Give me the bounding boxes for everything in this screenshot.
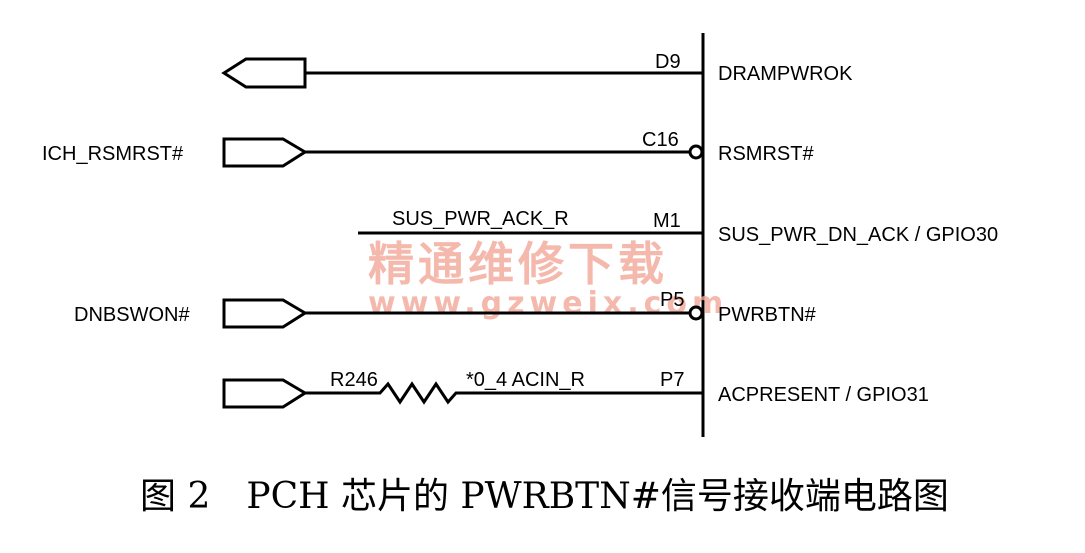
resistor-r246 (305, 381, 703, 405)
watermark-url: www.gzweix.com (368, 286, 728, 321)
pin-name-drampwrok: DRAMPWROK (718, 63, 853, 85)
pin-number-p5: P5 (660, 289, 684, 311)
inversion-bubble (688, 305, 704, 321)
input-port-arrow (222, 298, 308, 329)
pin-name-pwrbtn: PWRBTN# (718, 304, 817, 326)
pin-name-acpresent: ACPRESENT / GPIO31 (718, 384, 929, 406)
net-label-acin: *0_4 ACIN_R (466, 369, 585, 391)
watermark-title: 精通维修下载 (368, 237, 668, 291)
pin-number-d9: D9 (655, 51, 681, 73)
input-port-arrow (222, 137, 308, 168)
pin-number-p7: P7 (660, 369, 684, 391)
figure-caption: 图 2 PCH 芯片的 PWRBTN#信号接收端电路图 (140, 476, 949, 517)
resistor-ref-r246: R246 (330, 369, 378, 391)
inversion-bubble (688, 144, 704, 160)
net-label-ich-rsmrst: ICH_RSMRST# (42, 143, 184, 165)
pin-number-c16: C16 (642, 129, 679, 151)
net-label-sus-pwr-ack: SUS_PWR_ACK_R (392, 208, 569, 230)
pin-name-sus-pwr-dn-ack: SUS_PWR_DN_ACK / GPIO30 (718, 224, 998, 246)
pin-number-m1: M1 (653, 210, 681, 232)
input-port-arrow (222, 378, 308, 409)
net-label-dnbswon: DNBSWON# (74, 304, 190, 326)
pin-name-rsmrst: RSMRST# (718, 143, 814, 165)
output-port-arrow (221, 57, 307, 89)
